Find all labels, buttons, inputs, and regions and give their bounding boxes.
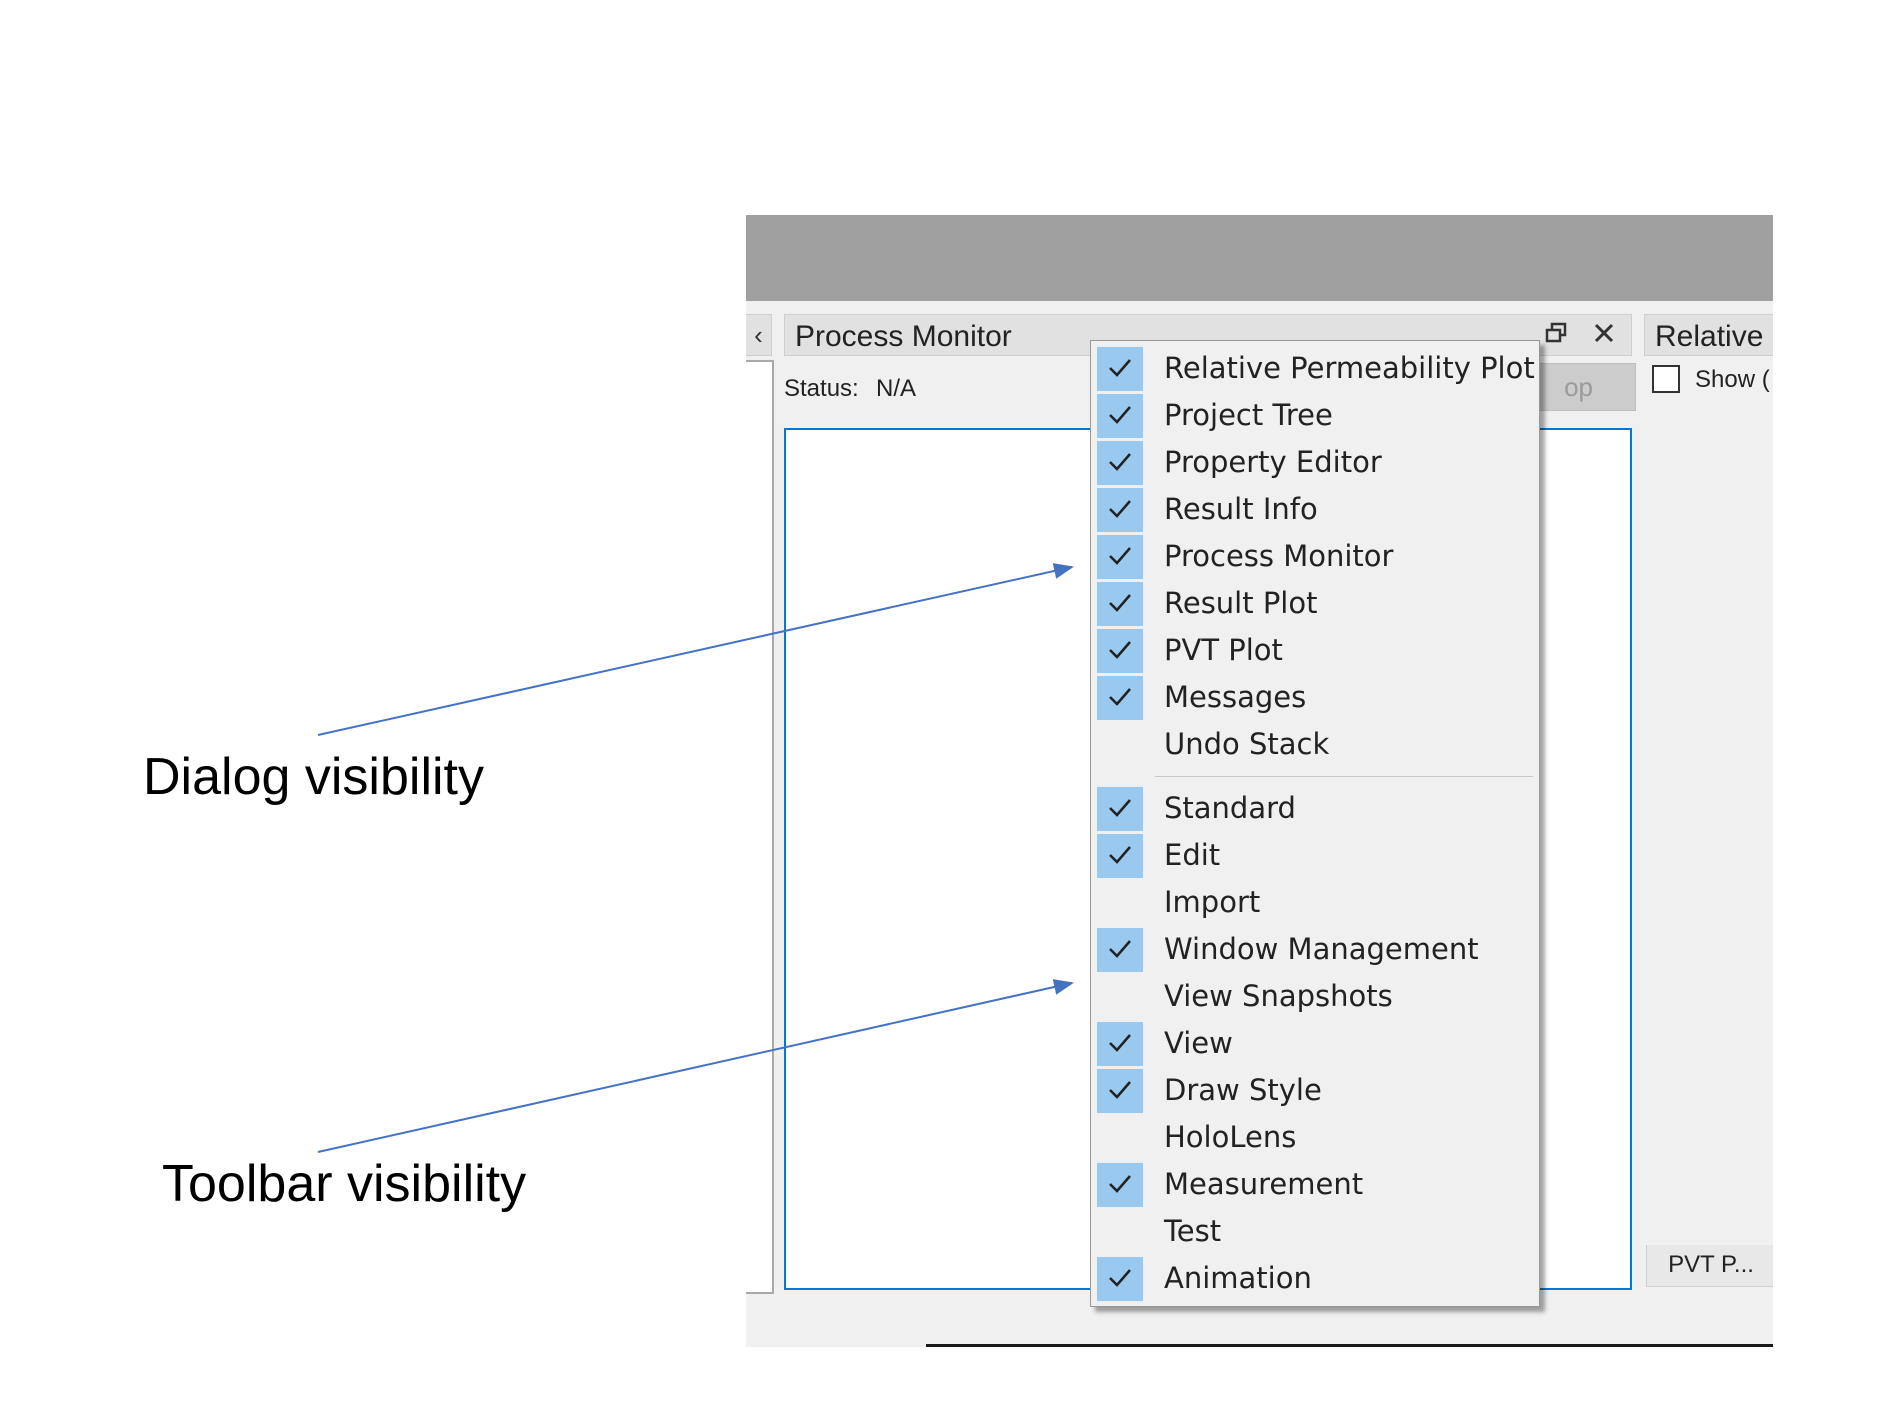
checkmark-icon — [1097, 347, 1143, 391]
status-value: N/A — [876, 375, 917, 402]
menu-item-property-editor[interactable]: Property Editor — [1091, 439, 1539, 486]
menu-item-label: Edit — [1164, 838, 1221, 872]
menu-item-view-snapshots[interactable]: View Snapshots — [1091, 973, 1539, 1020]
checkmark-icon — [1097, 928, 1143, 972]
menu-item-label: Project Tree — [1164, 398, 1333, 432]
menu-item-label: View Snapshots — [1164, 979, 1393, 1013]
menu-item-import[interactable]: Import — [1091, 879, 1539, 926]
menu-item-messages[interactable]: Messages — [1091, 674, 1539, 721]
menu-item-label: PVT Plot — [1164, 633, 1283, 667]
menu-item-label: Result Plot — [1164, 586, 1318, 620]
process-monitor-title: Process Monitor — [795, 320, 1012, 353]
checkmark-icon — [1097, 629, 1143, 673]
chevron-left-icon: ‹ — [754, 320, 763, 350]
checkmark-icon — [1097, 676, 1143, 720]
menu-item-label: Standard — [1164, 791, 1296, 825]
restore-window-icon[interactable] — [1545, 319, 1567, 351]
checkmark-icon — [1097, 394, 1143, 438]
menu-item-edit[interactable]: Edit — [1091, 832, 1539, 879]
checkmark-icon — [1097, 535, 1143, 579]
close-icon[interactable] — [1593, 319, 1615, 351]
menu-item-label: Process Monitor — [1164, 539, 1394, 573]
menu-item-draw-style[interactable]: Draw Style — [1091, 1067, 1539, 1114]
menu-item-window-management[interactable]: Window Management — [1091, 926, 1539, 973]
menu-item-label: View — [1164, 1026, 1233, 1060]
checkmark-icon — [1097, 787, 1143, 831]
menu-item-label: Window Management — [1164, 932, 1479, 966]
menu-separator — [1155, 776, 1533, 777]
toolbar-arrow — [317, 979, 1074, 1153]
checkmark-icon — [1097, 441, 1143, 485]
menu-item-relative-permeability-plot[interactable]: Relative Permeability Plot — [1091, 345, 1539, 392]
menu-item-process-monitor[interactable]: Process Monitor — [1091, 533, 1539, 580]
menu-item-label: Messages — [1164, 680, 1307, 714]
relative-permeability-header[interactable]: Relative F — [1644, 314, 1773, 356]
menu-item-label: Measurement — [1164, 1167, 1364, 1201]
show-checkbox[interactable] — [1652, 365, 1680, 393]
menu-item-label: Result Info — [1164, 492, 1318, 526]
dialog-visibility-label: Dialog visibility — [143, 748, 484, 806]
menu-item-project-tree[interactable]: Project Tree — [1091, 392, 1539, 439]
menu-item-test[interactable]: Test — [1091, 1208, 1539, 1255]
bottom-divider — [926, 1344, 1773, 1347]
toolbar-visibility-label: Toolbar visibility — [162, 1155, 527, 1213]
menu-item-label: Relative Permeability Plot — [1164, 351, 1535, 385]
status-label: Status: — [784, 375, 859, 402]
menu-item-label: Undo Stack — [1164, 727, 1330, 761]
menu-item-label: Draw Style — [1164, 1073, 1322, 1107]
checkmark-icon — [1097, 1069, 1143, 1113]
left-panel-tab[interactable]: ‹ — [746, 314, 772, 356]
menu-item-undo-stack[interactable]: Undo Stack — [1091, 721, 1539, 768]
menu-item-result-info[interactable]: Result Info — [1091, 486, 1539, 533]
menu-item-result-plot[interactable]: Result Plot — [1091, 580, 1539, 627]
checkmark-icon — [1097, 834, 1143, 878]
menu-item-view[interactable]: View — [1091, 1020, 1539, 1067]
menu-item-label: Import — [1164, 885, 1261, 919]
menu-item-label: Animation — [1164, 1261, 1312, 1295]
checkmark-icon — [1097, 582, 1143, 626]
checkmark-icon — [1097, 1257, 1143, 1301]
left-panel — [746, 360, 774, 1294]
menu-item-animation[interactable]: Animation — [1091, 1255, 1539, 1302]
menu-item-measurement[interactable]: Measurement — [1091, 1161, 1539, 1208]
title-bar — [746, 215, 1773, 301]
menu-item-hololens[interactable]: HoloLens — [1091, 1114, 1539, 1161]
menu-item-pvt-plot[interactable]: PVT Plot — [1091, 627, 1539, 674]
checkmark-icon — [1097, 488, 1143, 532]
menu-item-label: Test — [1164, 1214, 1222, 1248]
menu-item-label: Property Editor — [1164, 445, 1382, 479]
dialog-arrow — [317, 563, 1074, 736]
show-checkbox-label: Show ( — [1695, 366, 1770, 393]
pvt-plot-tab[interactable]: PVT P... — [1646, 1245, 1773, 1287]
relative-permeability-title: Relative F — [1655, 320, 1773, 353]
checkmark-icon — [1097, 1163, 1143, 1207]
menu-item-standard[interactable]: Standard — [1091, 785, 1539, 832]
checkmark-icon — [1097, 1022, 1143, 1066]
stop-button-label: op — [1564, 372, 1593, 402]
menu-item-label: HoloLens — [1164, 1120, 1297, 1154]
